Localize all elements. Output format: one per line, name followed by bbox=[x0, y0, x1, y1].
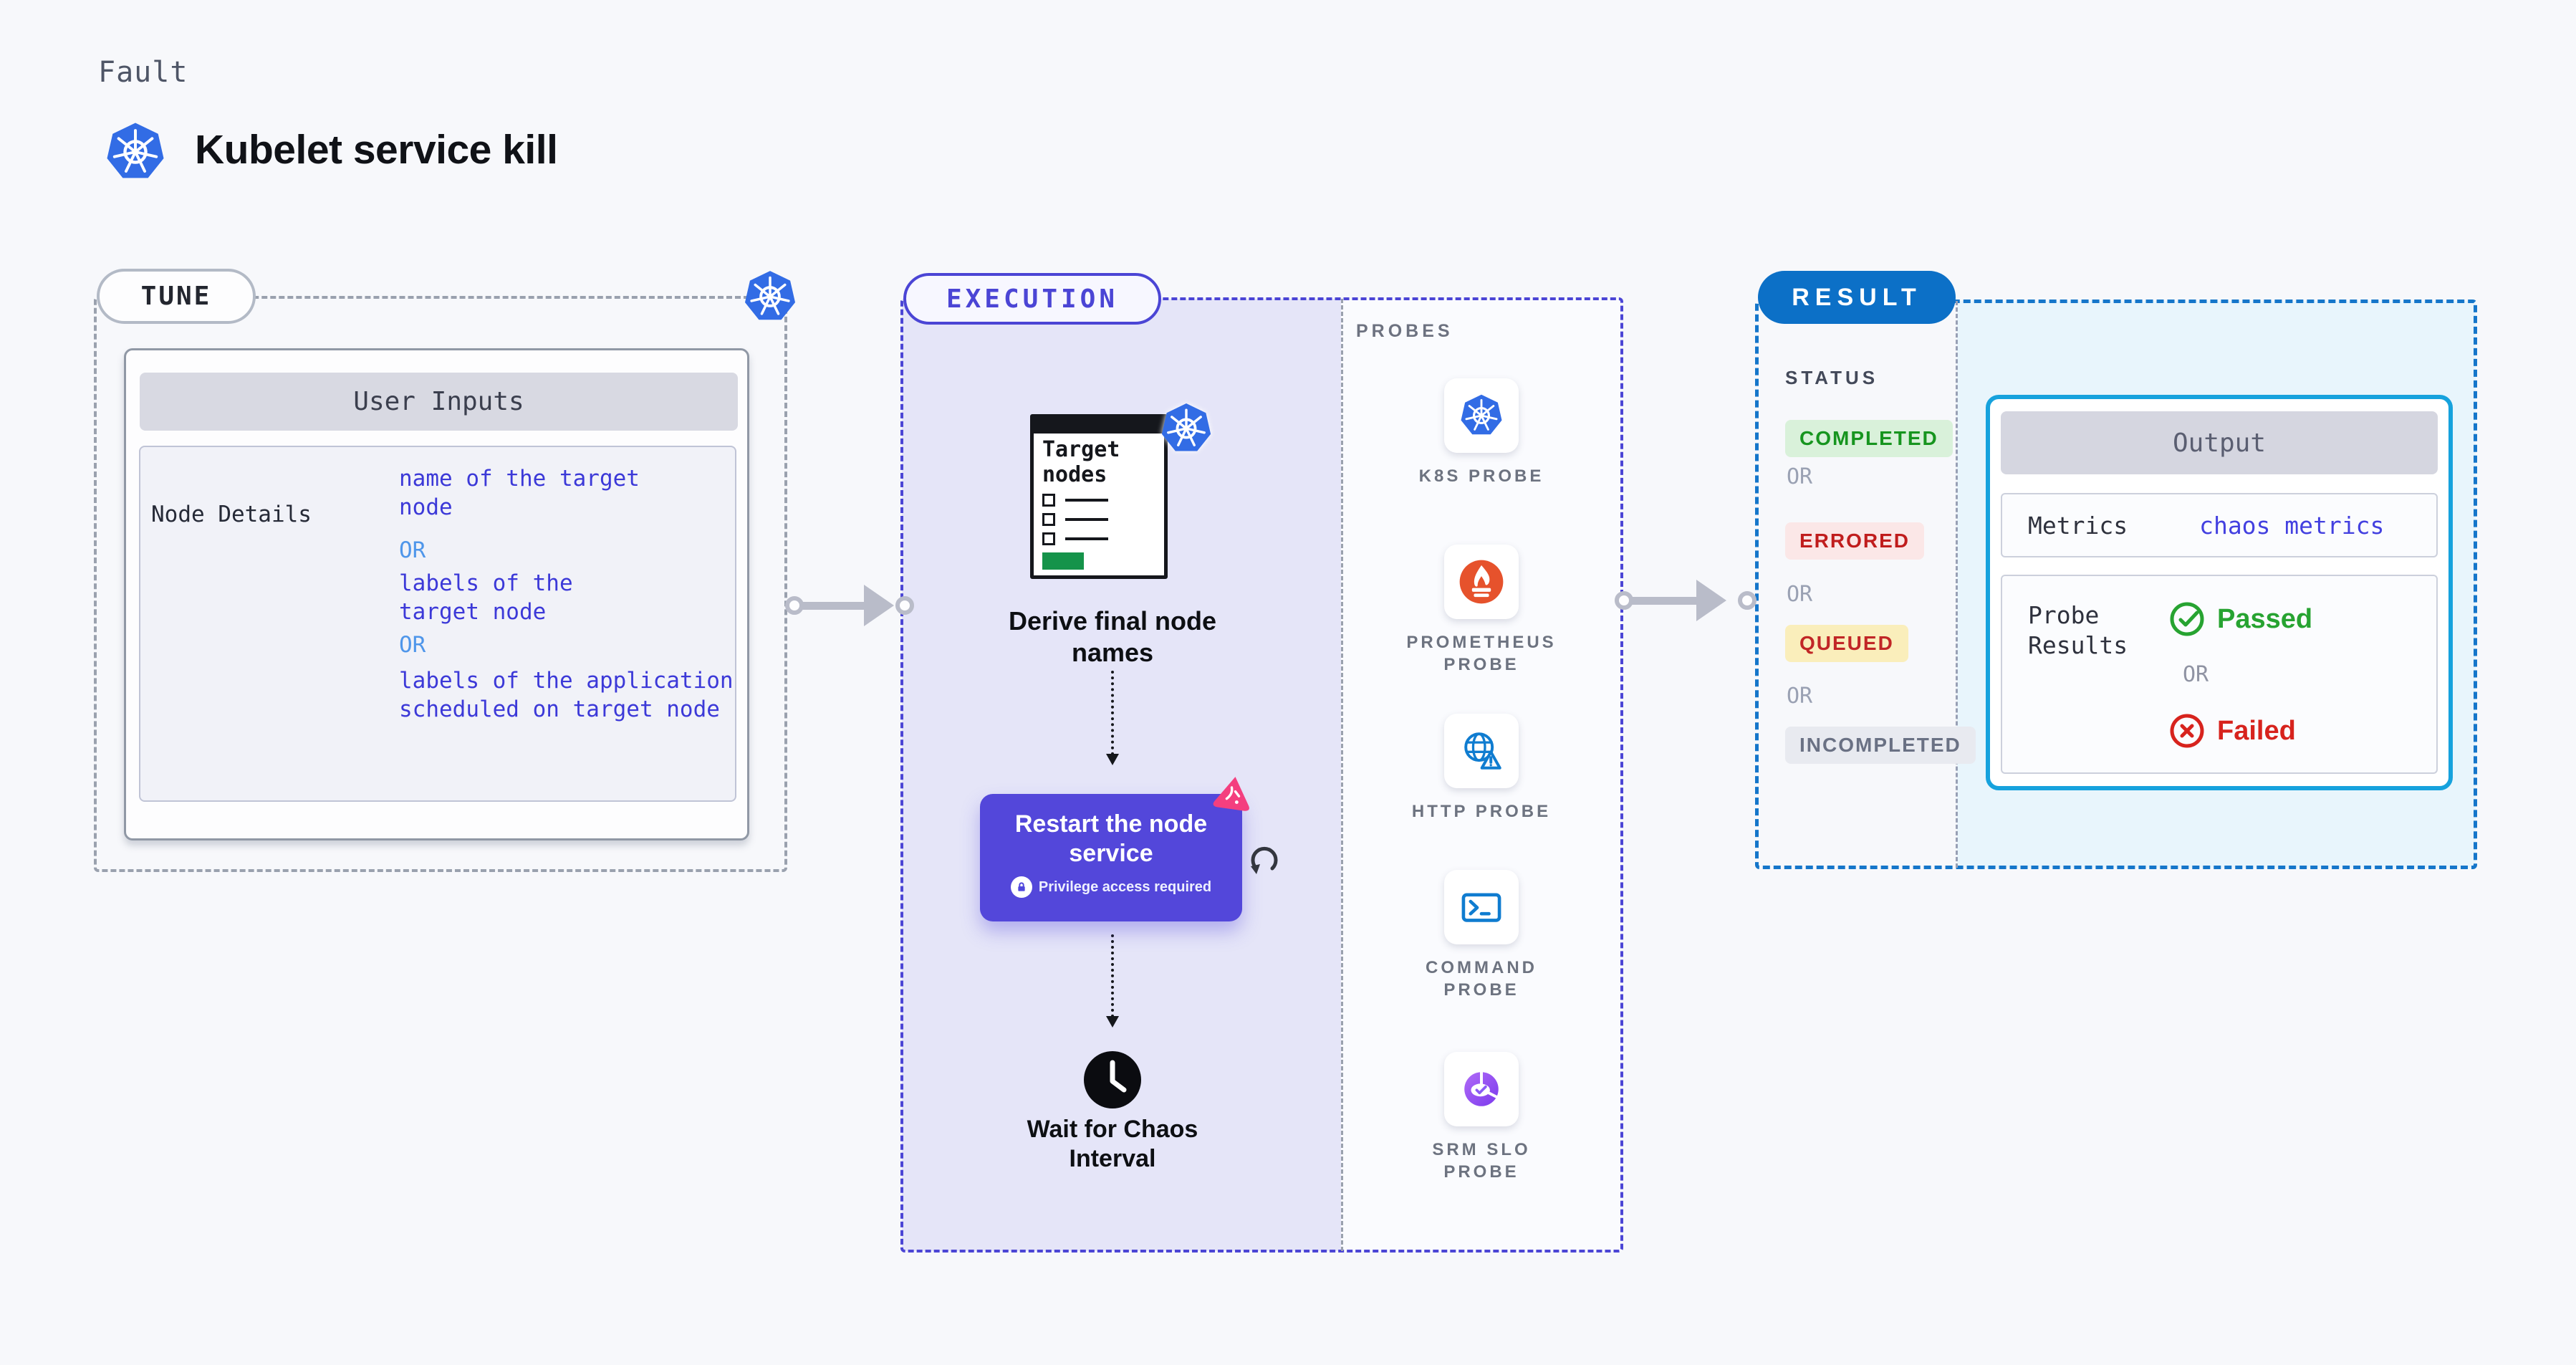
passed-label: Passed bbox=[2217, 603, 2313, 634]
privilege-label: Privilege access required bbox=[1038, 878, 1212, 895]
restart-step-title: Restart the node service bbox=[1014, 810, 1208, 867]
http-globe-icon bbox=[1444, 714, 1519, 788]
node-details-value: name of the target node bbox=[399, 466, 640, 520]
result-section bbox=[1755, 300, 2477, 869]
checkbox-row bbox=[1042, 513, 1155, 526]
x-circle-icon bbox=[2168, 712, 2206, 749]
probes-divider bbox=[1341, 299, 1343, 1251]
restart-node-service-step: Restart the node service Privilege acces… bbox=[980, 794, 1242, 921]
probe-item: SRM SLO PROBE bbox=[1341, 1052, 1622, 1183]
kubernetes-icon bbox=[1444, 378, 1519, 453]
probe-item: HTTP PROBE bbox=[1341, 714, 1622, 823]
node-details-value: labels of the application scheduled on t… bbox=[399, 668, 734, 722]
tune-section-label: TUNE bbox=[97, 269, 256, 324]
execution-section-label: EXECUTION bbox=[903, 273, 1161, 325]
node-details-value: labels of the target node bbox=[399, 570, 573, 625]
output-title: Output bbox=[2001, 411, 2438, 474]
or-separator: OR bbox=[399, 537, 426, 563]
probe-results-row: Probe Results Passed OR Failed bbox=[2001, 575, 2438, 774]
failed-label: Failed bbox=[2217, 715, 2296, 746]
kubernetes-icon bbox=[1159, 400, 1213, 457]
probe-label: HTTP PROBE bbox=[1411, 802, 1552, 821]
metrics-value: chaos metrics bbox=[2199, 511, 2385, 540]
checkbox-row bbox=[1042, 532, 1155, 545]
clock-icon bbox=[1084, 1051, 1141, 1108]
terminal-icon bbox=[1444, 870, 1519, 944]
checkbox-icon bbox=[1042, 494, 1055, 507]
status-badge-completed: COMPLETED bbox=[1785, 420, 1953, 457]
probe-label: SRM SLO PROBE bbox=[1432, 1140, 1531, 1182]
execution-section bbox=[900, 297, 1623, 1253]
refresh-icon bbox=[1251, 846, 1278, 874]
checkbox-icon bbox=[1042, 532, 1055, 545]
failed-result: Failed bbox=[2168, 712, 2296, 749]
or-separator: OR bbox=[399, 632, 426, 658]
chaos-badge-icon bbox=[1213, 777, 1249, 811]
tune-section bbox=[94, 296, 787, 872]
status-badge-incompleted: INCOMPLETED bbox=[1785, 727, 1976, 764]
derive-final-node-names-label: Derive final node names bbox=[1008, 606, 1217, 667]
target-nodes-document-icon: Target nodes bbox=[1030, 414, 1168, 579]
slo-pie-icon bbox=[1444, 1052, 1519, 1126]
lock-icon bbox=[1010, 876, 1032, 898]
page-title: Kubelet service kill bbox=[195, 127, 558, 173]
probe-label: COMMAND PROBE bbox=[1426, 958, 1537, 1000]
checkbox-row bbox=[1042, 494, 1155, 507]
prometheus-icon bbox=[1444, 545, 1519, 619]
metrics-label: Metrics bbox=[2028, 511, 2128, 540]
or-separator: OR bbox=[1787, 464, 1813, 489]
wait-for-chaos-interval-label: Wait for Chaos Interval bbox=[1027, 1116, 1198, 1172]
checkbox-icon bbox=[1042, 513, 1055, 526]
status-divider bbox=[1956, 301, 1958, 868]
document-header-bar bbox=[1033, 417, 1165, 434]
fault-eyebrow: Fault bbox=[98, 56, 188, 89]
node-details-label: Node Details bbox=[151, 502, 312, 527]
privilege-row: Privilege access required bbox=[1010, 876, 1212, 898]
probes-title: PROBES bbox=[1356, 321, 1453, 341]
target-nodes-title: Target nodes bbox=[1042, 437, 1120, 487]
or-separator: OR bbox=[1787, 684, 1813, 709]
arrow-down-icon bbox=[1111, 934, 1114, 1017]
status-badge-errored: ERRORED bbox=[1785, 522, 1925, 560]
probe-item: PROMETHEUS PROBE bbox=[1341, 545, 1622, 676]
probe-label: K8S PROBE bbox=[1418, 466, 1544, 486]
green-bar bbox=[1042, 552, 1084, 570]
or-separator: OR bbox=[2183, 662, 2209, 687]
arrow-down-icon bbox=[1111, 671, 1114, 755]
user-inputs-body bbox=[139, 446, 736, 802]
passed-result: Passed bbox=[2168, 600, 2312, 638]
probe-item: K8S PROBE bbox=[1341, 378, 1622, 487]
node-details-values: name of the target node OR labels of the… bbox=[399, 464, 736, 724]
kubernetes-icon bbox=[104, 119, 167, 185]
probe-item: COMMAND PROBE bbox=[1341, 870, 1622, 1001]
status-badge-queued: QUEUED bbox=[1785, 625, 1908, 662]
status-title: STATUS bbox=[1785, 367, 1879, 388]
probe-label: PROMETHEUS PROBE bbox=[1406, 633, 1557, 674]
user-inputs-title: User Inputs bbox=[140, 373, 738, 431]
metrics-row: Metrics chaos metrics bbox=[2001, 493, 2438, 557]
result-section-label: RESULT bbox=[1758, 271, 1956, 324]
probe-results-label: Probe Results bbox=[2028, 601, 2128, 659]
or-separator: OR bbox=[1787, 582, 1813, 607]
checkmark-circle-icon bbox=[2168, 600, 2206, 638]
kubernetes-icon bbox=[742, 267, 798, 326]
